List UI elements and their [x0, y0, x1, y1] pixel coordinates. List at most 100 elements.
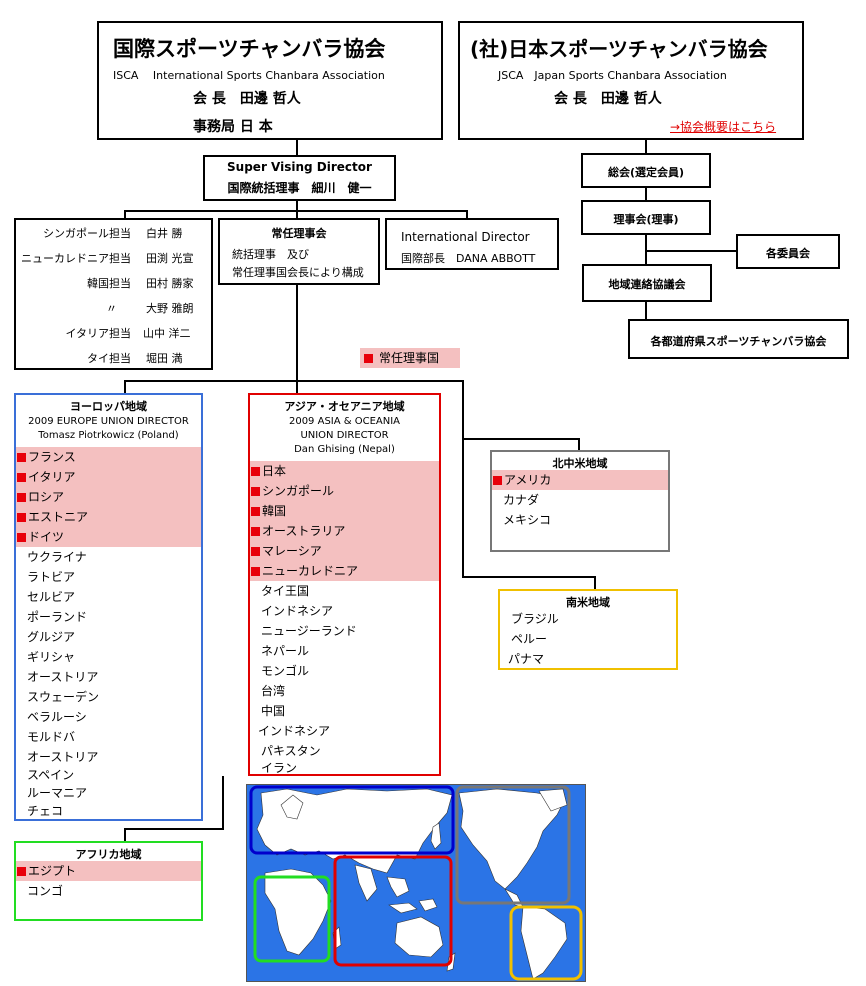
list-item: エストニア: [16, 507, 201, 527]
red-square-icon: [17, 513, 26, 522]
asia-director-title-2: UNION DIRECTOR: [300, 430, 389, 441]
north-america-map-outline: [455, 785, 571, 905]
list-item: シンガポール: [250, 481, 439, 501]
red-square-icon: [17, 493, 26, 502]
director-title: Super Vising Director: [227, 160, 372, 174]
jsca-name: (社)日本スポーツチャンバラ協会: [470, 37, 768, 61]
list-item: ルーマニア: [27, 786, 88, 800]
list-item: モンゴル: [261, 664, 310, 678]
world-map-svg: [249, 785, 583, 981]
red-square-icon: [251, 547, 260, 556]
list-item: スウェーデン: [27, 690, 100, 704]
intl-director-name: 国際部長 DANA ABBOTT: [401, 252, 536, 265]
list-item: タイ王国: [261, 584, 310, 598]
list-item: スペイン: [27, 768, 75, 782]
rep-name: 山中 洋二: [143, 327, 191, 340]
list-item: インドネシア: [258, 724, 331, 738]
rep-name: 大野 雅朗: [146, 302, 194, 315]
list-item: ネパール: [261, 644, 310, 658]
rep-role: 韓国担当: [87, 277, 131, 290]
red-square-icon: [251, 467, 260, 476]
country-representatives-box: シンガポール担当 白井 勝 ニューカレドニア担当 田渕 光宣 韓国担当 田村 勝…: [14, 218, 213, 370]
asia-region-title: アジア・オセアニア地域: [284, 400, 405, 413]
rep-role: ニューカレドニア担当: [21, 252, 131, 265]
standing-committee-desc-2: 常任理事国会長により構成: [232, 266, 364, 279]
jsca-overview-link[interactable]: →協会概要はこちら: [670, 120, 777, 134]
rep-name: 田渕 光宣: [146, 252, 194, 265]
list-item: ギリシャ: [27, 650, 76, 664]
list-item: ロシア: [16, 487, 201, 507]
north-america-region-box: 北中米地域 アメリカ カナダ メキシコ: [490, 450, 670, 552]
jsca-regional-council-box: 地域連絡協議会: [582, 264, 712, 302]
regional-council-label: 地域連絡協議会: [608, 278, 686, 291]
list-item: マレーシア: [250, 541, 439, 561]
list-item: ラトビア: [27, 570, 76, 584]
jsca-header-box: (社)日本スポーツチャンバラ協会 JSCA Japan Sports Chanb…: [458, 21, 804, 140]
prefectural-label: 各都道府県スポーツチャンバラ協会: [650, 335, 827, 348]
list-item: ペルー: [511, 632, 548, 646]
rep-role: タイ担当: [87, 352, 131, 365]
jsca-prefectural-box: 各都道府県スポーツチャンバラ協会: [628, 319, 849, 359]
europe-director-title: 2009 EUROPE UNION DIRECTOR: [28, 416, 189, 427]
isca-office: 事務局 日 本: [193, 119, 273, 135]
list-item: ブラジル: [511, 612, 559, 626]
board-label: 理事会(理事): [613, 213, 679, 226]
red-square-icon: [251, 507, 260, 516]
asia-map-outline: [333, 855, 453, 967]
europe-director-name: Tomasz Piotrkowicz (Poland): [38, 430, 179, 441]
list-item: 中国: [261, 704, 286, 718]
list-item: ニュージーランド: [261, 624, 357, 638]
rep-role: 〃: [106, 302, 117, 315]
international-director-box: International Director 国際部長 DANA ABBOTT: [385, 218, 559, 270]
europe-region-box: ヨーロッパ地域 2009 EUROPE UNION DIRECTOR Tomas…: [14, 393, 203, 821]
south-america-region-box: 南米地域 ブラジル ペルー パナマ: [498, 589, 678, 670]
isca-name: 国際スポーツチャンバラ協会: [113, 37, 386, 61]
rep-role: イタリア担当: [65, 327, 131, 340]
legend-label: 常任理事国: [379, 351, 440, 365]
list-item: オーストリア: [27, 750, 99, 764]
standing-committee-title: 常任理事会: [271, 227, 327, 240]
rep-role: シンガポール担当: [43, 227, 131, 240]
south-america-region-title: 南米地域: [566, 596, 610, 609]
member-country-legend: 常任理事国: [360, 348, 460, 368]
list-item: アメリカ: [492, 470, 668, 490]
asia-director-title-1: 2009 ASIA & OCEANIA: [288, 416, 401, 427]
list-item: イラン: [261, 761, 298, 775]
north-america-region-title: 北中米地域: [552, 457, 608, 470]
general-assembly-label: 総会(選定会員): [607, 166, 685, 179]
rep-name: 堀田 満: [146, 352, 183, 365]
supervising-director-box: Super Vising Director 国際統括理事 細川 健一: [203, 155, 396, 201]
jsca-board-box: 理事会(理事): [581, 200, 711, 235]
red-square-icon: [17, 867, 26, 876]
list-item: ポーランド: [27, 610, 88, 624]
asia-director-name: Dan Ghising (Nepal): [294, 444, 395, 455]
red-square-icon: [251, 527, 260, 536]
list-item: オーストラリア: [250, 521, 439, 541]
africa-map-outline: [253, 875, 331, 963]
list-item: ドイツ: [16, 527, 201, 547]
south-america-map-outline: [509, 905, 583, 981]
jsca-president: 会 長 田邊 哲人: [554, 91, 662, 107]
jsca-english-name: JSCA Japan Sports Chanbara Association: [498, 69, 727, 82]
isca-president: 会 長 田邊 哲人: [193, 91, 301, 107]
red-square-icon: [17, 453, 26, 462]
rep-name: 田村 勝家: [146, 277, 194, 290]
isca-english-name: ISCA International Sports Chanbara Assoc…: [113, 69, 385, 82]
list-item: グルジア: [27, 630, 76, 644]
list-item: セルビア: [27, 590, 76, 604]
list-item: インドネシア: [261, 604, 334, 618]
africa-region-box: アフリカ地域 エジプト コンゴ: [14, 841, 203, 921]
red-square-icon: [251, 567, 260, 576]
list-item: カナダ: [503, 493, 540, 507]
world-region-map: [246, 784, 586, 982]
red-square-icon: [17, 473, 26, 482]
committees-label: 各委員会: [766, 247, 810, 260]
red-square-icon: [493, 476, 502, 485]
europe-map-outline: [249, 785, 455, 855]
list-item: モルドバ: [27, 730, 76, 744]
africa-region-title: アフリカ地域: [75, 848, 142, 861]
list-item: フランス: [16, 447, 201, 467]
jsca-committees-box: 各委員会: [736, 234, 840, 269]
director-name: 国際統括理事 細川 健一: [227, 181, 372, 195]
jsca-general-assembly-box: 総会(選定会員): [581, 153, 711, 188]
